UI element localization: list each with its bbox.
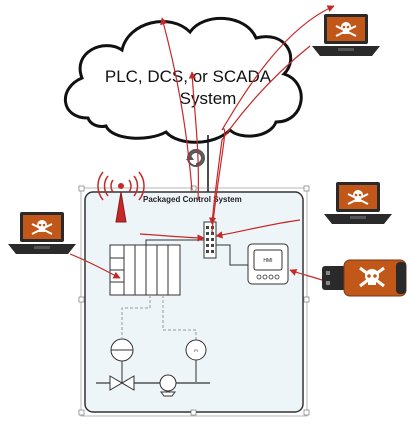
attack-arrow-to-cloud-center — [188, 71, 199, 201]
radio-tower-icon — [97, 171, 145, 223]
rack-switch-link — [145, 239, 204, 245]
sync-icon — [186, 149, 205, 167]
pressure-gauge-icon — [185, 339, 207, 382]
laptop-skull-icon — [324, 182, 392, 224]
hmi-panel-icon — [247, 243, 289, 285]
hmi-label: HMI — [263, 258, 272, 264]
cloud-label-line2: System — [180, 89, 237, 108]
cloud-label-line1: PLC, DCS, or SCADA — [105, 67, 272, 86]
sensor-dashed-link — [121, 295, 151, 338]
pump-icon — [159, 374, 177, 397]
attack-arrow-left-laptop — [69, 253, 121, 279]
transmitter-icon — [110, 338, 134, 372]
attack-arrow-to-cloud-left — [160, 17, 193, 191]
attack-arrow-right-laptop — [215, 219, 301, 239]
attack-arrows — [69, 5, 335, 281]
attack-arrow-usb — [289, 269, 323, 281]
attack-arrow-topright-laptop — [208, 45, 311, 225]
gauge-dashed-link — [162, 295, 197, 340]
gauge-label: PI — [194, 348, 198, 353]
laptop-skull-icon — [8, 212, 76, 254]
rack-icon — [109, 244, 181, 296]
attack-arrow-cloud-to-topright — [211, 5, 335, 233]
usb-skull-icon — [322, 259, 407, 297]
cloud-icon — [64, 17, 303, 144]
network-switch-icon — [203, 221, 217, 259]
switch-hmi-link — [216, 244, 250, 266]
attack-arrow-radio — [139, 233, 205, 242]
laptop-skull-icon — [312, 14, 380, 56]
valve-icon — [109, 372, 135, 391]
control-system-title: Packaged Control System — [143, 195, 242, 204]
